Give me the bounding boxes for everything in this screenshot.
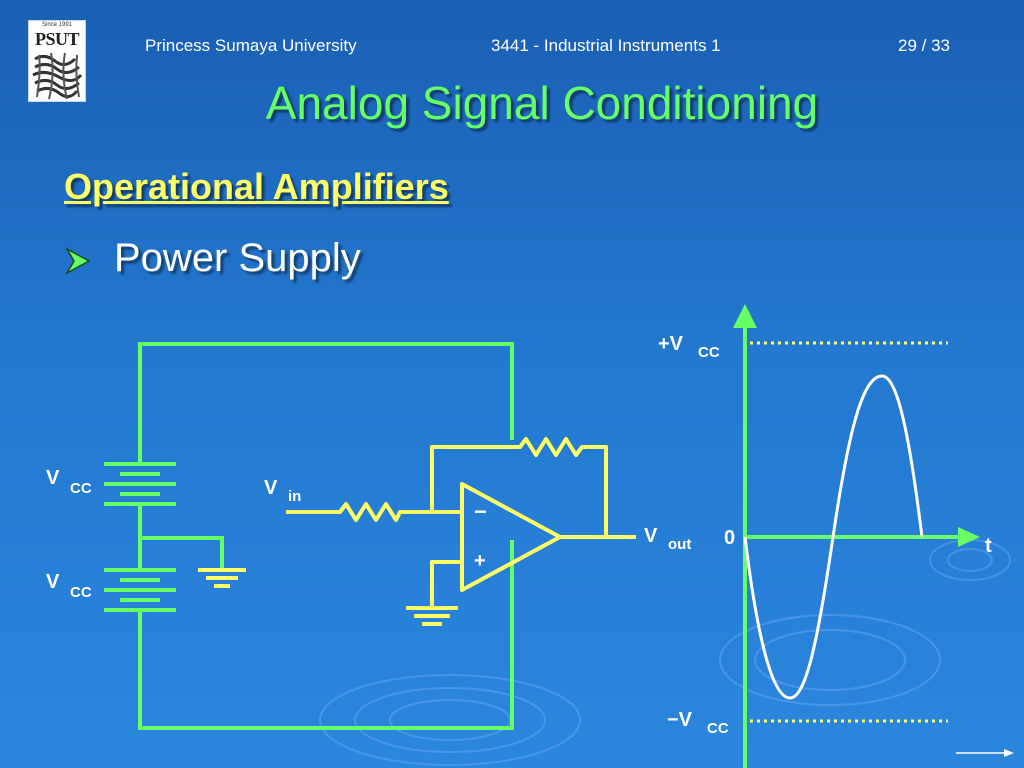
bullet-arrow-icon <box>64 247 91 275</box>
output-waveform <box>743 374 924 700</box>
psut-logo: Since 1991 PSUT <box>28 20 86 102</box>
vcc-bottom-main: V <box>46 571 60 593</box>
header-university: Princess Sumaya University <box>145 36 357 55</box>
vin-main: V <box>264 477 278 499</box>
bullet-text: Power Supply <box>114 236 361 280</box>
next-slide-arrow-icon[interactable] <box>956 749 1014 757</box>
opamp-wiring <box>286 437 636 606</box>
neg-vcc-main: −V <box>667 709 693 731</box>
label-vin: V in <box>264 477 301 505</box>
opamp-minus-label: − <box>474 499 487 524</box>
ground-icon-opamp <box>406 606 458 626</box>
battery-top-icon <box>104 462 176 506</box>
logo-since: Since 1991 <box>41 22 73 28</box>
header-course: 3441 - Industrial Instruments 1 <box>491 36 721 55</box>
pos-vcc-main: +V <box>658 333 684 355</box>
label-pos-vcc: +V CC <box>658 333 720 361</box>
vcc-bottom-sub: CC <box>70 584 92 601</box>
opamp-plus-label: + <box>474 550 486 572</box>
logo-emblem-icon <box>31 51 85 101</box>
vcc-limit-lines <box>750 341 948 723</box>
vout-main: V <box>644 525 658 547</box>
vcc-top-main: V <box>46 467 60 489</box>
vcc-top-sub: CC <box>70 480 92 497</box>
graph-zero-label: 0 <box>724 527 735 549</box>
ground-icon-circuit <box>198 568 246 588</box>
label-vout: V out <box>644 525 691 553</box>
label-neg-vcc: −V CC <box>667 709 729 737</box>
circuit-wiring <box>138 342 514 730</box>
vout-sub: out <box>668 536 691 553</box>
ripple-decoration <box>319 539 1011 766</box>
header-page-number: 29 / 33 <box>898 36 950 55</box>
neg-vcc-sub: CC <box>707 720 729 737</box>
logo-text: PSUT <box>34 29 80 49</box>
pos-vcc-sub: CC <box>698 344 720 361</box>
slide-title: Analog Signal Conditioning <box>265 77 819 129</box>
label-vcc-top: V CC <box>46 467 92 497</box>
graph-t-label: t <box>985 535 992 557</box>
battery-bottom-icon <box>104 568 176 612</box>
slide-subtitle: Operational Amplifiers <box>64 166 449 207</box>
label-vcc-bottom: V CC <box>46 571 92 601</box>
vin-sub: in <box>288 488 301 505</box>
